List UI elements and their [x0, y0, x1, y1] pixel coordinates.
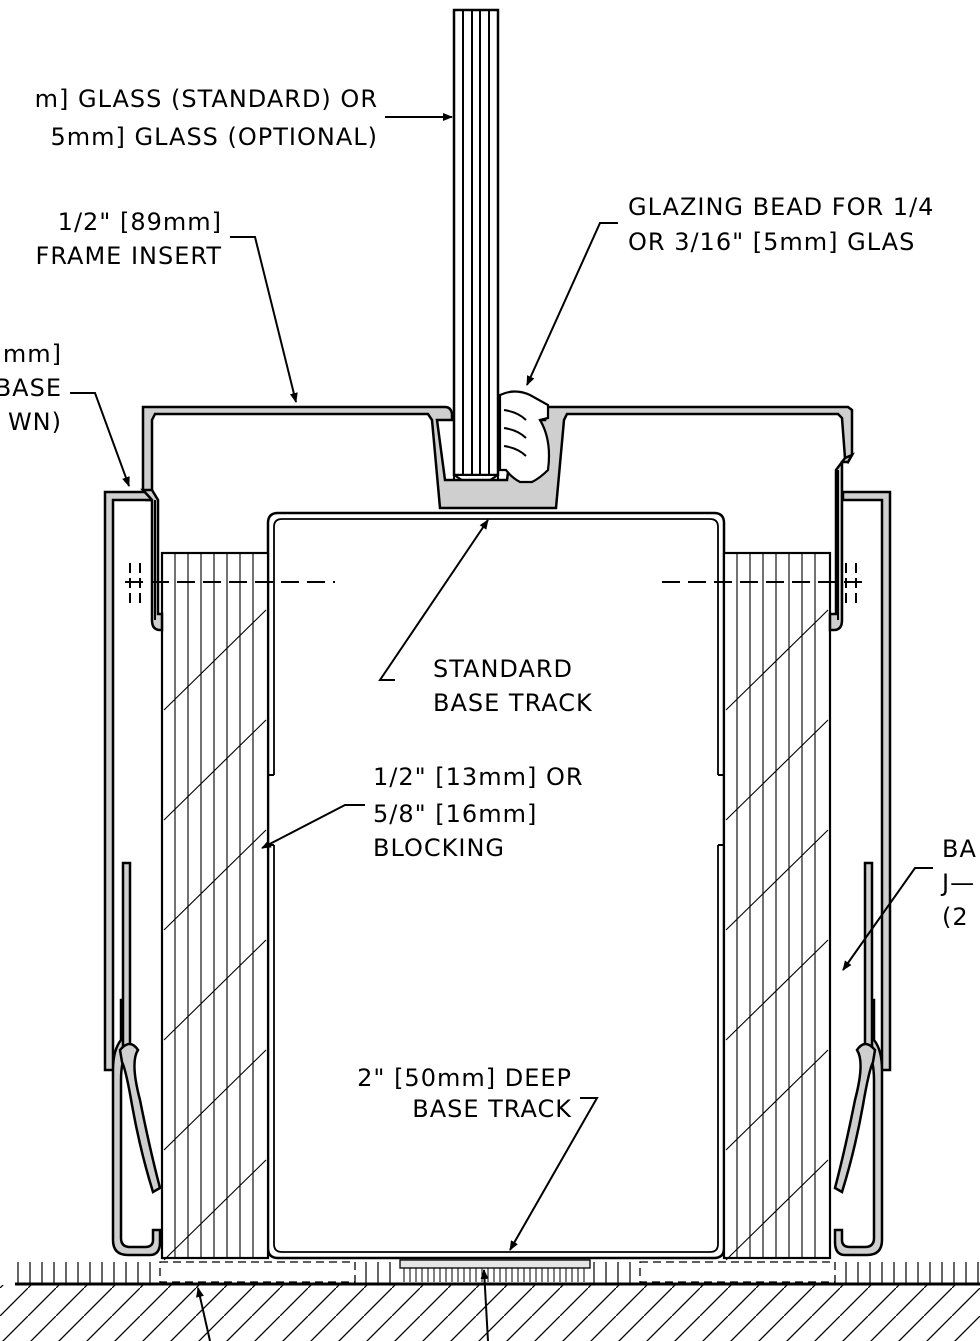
standard-base-track: [266, 511, 726, 1260]
blocking-left: [160, 551, 270, 1261]
deep-base-track-label: 2" [50mm] DEEP BASE TRACK: [357, 1064, 572, 1123]
right-label-line2: J—: [940, 869, 975, 897]
blocking-label: 1/2" [13mm] OR 5/8" [16mm] BLOCKING: [373, 763, 584, 862]
glazing-bead-label-line1: GLAZING BEAD FOR 1/4: [628, 193, 934, 221]
deep-track-label-line1: 2" [50mm] DEEP: [357, 1064, 572, 1092]
blocking-label-line3: BLOCKING: [373, 834, 505, 862]
standard-base-track-label: STANDARD BASE TRACK: [433, 655, 593, 717]
base-cover-left: [103, 490, 162, 1257]
blocking-label-line1: 1/2" [13mm] OR: [373, 763, 584, 791]
glass-label-line2: 5mm] GLASS (OPTIONAL): [50, 123, 378, 151]
right-label-line3: (2: [942, 903, 969, 931]
right-label: BA J— (2: [940, 835, 977, 931]
blocking-right: [722, 551, 832, 1261]
floor-slab: [0, 1259, 980, 1341]
frame-insert-label-line1: 1/2" [89mm]: [58, 208, 222, 236]
fastener-left: [125, 563, 335, 605]
base-label-line1: mm]: [3, 340, 62, 368]
floor-carpet-ticks: [17, 1262, 979, 1284]
glass-label: m] GLASS (STANDARD) OR 5mm] GLASS (OPTIO…: [35, 85, 378, 151]
standard-track-label-line2: BASE TRACK: [433, 689, 593, 717]
deep-track-label-line2: BASE TRACK: [412, 1095, 572, 1123]
base-label: mm] BASE WN): [0, 340, 62, 436]
glazing-bead-label-line2: OR 3/16" [5mm] GLAS: [628, 228, 915, 256]
glazing-bead-label: GLAZING BEAD FOR 1/4 OR 3/16" [5mm] GLAS: [628, 193, 934, 256]
frame-insert-label-line2: FRAME INSERT: [36, 242, 222, 270]
fastener-right: [662, 563, 868, 605]
base-label-line3: WN): [8, 408, 62, 436]
leader-lines: [70, 113, 933, 1341]
glass-label-line1: m] GLASS (STANDARD) OR: [35, 85, 378, 113]
standard-track-label-line1: STANDARD: [433, 655, 573, 683]
base-cover-right: [833, 490, 892, 1257]
glazing-bead: [498, 390, 551, 484]
blocking-label-line2: 5/8" [16mm]: [373, 800, 537, 828]
frame-insert-label: 1/2" [89mm] FRAME INSERT: [36, 208, 222, 270]
frame-insert: [141, 405, 854, 510]
right-label-line1: BA: [942, 835, 977, 863]
base-label-line2: BASE: [0, 374, 62, 402]
glass-pane: [452, 8, 500, 504]
